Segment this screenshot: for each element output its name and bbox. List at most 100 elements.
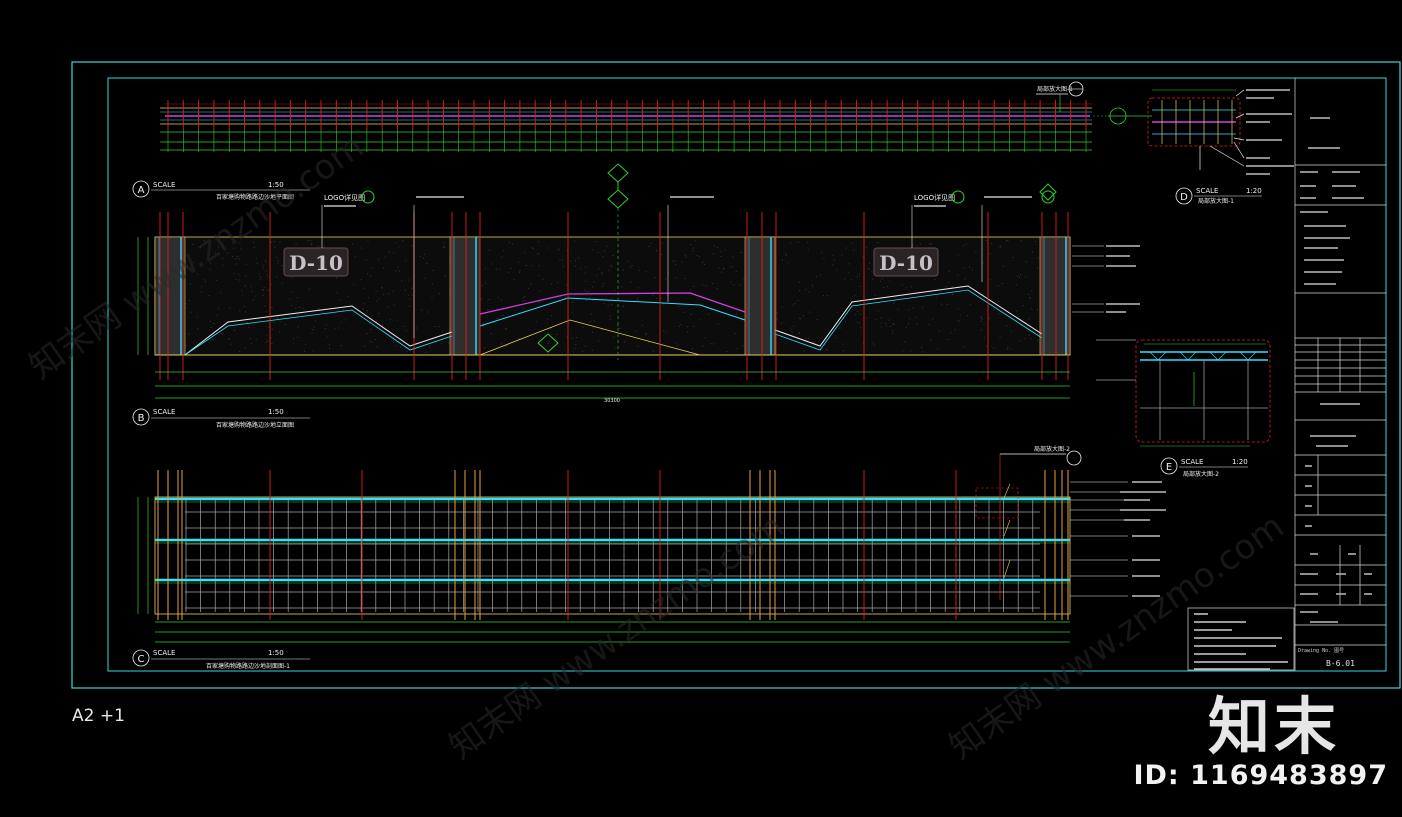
texture-dot <box>935 296 937 298</box>
texture-dot <box>604 250 606 252</box>
texture-dot <box>273 241 275 243</box>
texture-dot <box>255 257 257 259</box>
texture-dot <box>922 306 924 308</box>
texture-dot <box>593 327 595 329</box>
texture-dot <box>1031 290 1033 292</box>
texture-dot <box>500 299 502 301</box>
texture-dot <box>267 321 269 323</box>
texture-dot <box>867 268 869 270</box>
texture-dot <box>248 327 249 329</box>
texture-dot <box>233 273 235 274</box>
texture-dot <box>560 301 562 303</box>
texture-dot <box>998 313 1000 315</box>
texture-dot <box>860 327 862 329</box>
texture-dot <box>186 265 188 266</box>
texture-dot <box>957 254 959 256</box>
texture-dot <box>932 318 934 320</box>
texture-dot <box>538 274 540 276</box>
texture-dot <box>574 265 576 267</box>
callout-detail-1-bubble <box>1093 107 1152 125</box>
svg-text:SCALE: SCALE <box>1181 458 1203 466</box>
texture-dot <box>805 288 807 290</box>
texture-dot <box>262 267 264 269</box>
texture-dot <box>240 323 242 325</box>
texture-dot <box>866 317 868 319</box>
texture-dot <box>378 298 380 300</box>
texture-dot <box>826 349 828 351</box>
texture-dot <box>637 345 639 347</box>
watermark-logo: 知末 <box>1208 690 1341 763</box>
texture-dot <box>851 242 853 244</box>
texture-dot <box>201 286 203 288</box>
texture-dot <box>794 302 796 304</box>
texture-dot <box>684 254 686 256</box>
texture-dot <box>694 240 696 242</box>
texture-dot <box>312 350 314 352</box>
drawing-rect <box>1039 236 1071 356</box>
texture-dot <box>839 327 841 329</box>
texture-dot <box>871 278 873 280</box>
texture-dot <box>364 345 366 347</box>
texture-dot <box>426 263 428 264</box>
texture-dot <box>352 243 354 245</box>
texture-dot <box>980 320 982 322</box>
texture-dot <box>868 268 870 270</box>
texture-dot <box>627 260 629 262</box>
texture-dot <box>691 250 693 252</box>
texture-dot <box>393 304 395 306</box>
texture-dot <box>572 302 574 303</box>
texture-dot <box>590 313 592 315</box>
texture-dot <box>220 292 222 294</box>
texture-dot <box>703 264 705 265</box>
texture-dot <box>1020 240 1022 242</box>
texture-dot <box>880 326 882 328</box>
texture-dot <box>228 338 230 340</box>
texture-dot <box>652 350 654 352</box>
texture-dot <box>661 297 663 299</box>
texture-dot <box>603 302 605 304</box>
texture-dot <box>1015 284 1017 286</box>
texture-dot <box>547 318 549 320</box>
texture-dot <box>836 311 838 313</box>
texture-dot <box>597 251 599 253</box>
texture-dot <box>963 267 965 269</box>
texture-dot <box>873 344 875 346</box>
texture-dot <box>572 311 574 313</box>
texture-dot <box>666 294 668 296</box>
texture-dot <box>484 282 486 284</box>
texture-dot <box>592 249 594 251</box>
texture-dot <box>225 326 227 328</box>
texture-dot <box>889 280 891 282</box>
texture-dot <box>836 269 837 271</box>
texture-dot <box>798 332 800 334</box>
texture-dot <box>271 343 273 345</box>
texture-dot <box>309 240 311 242</box>
texture-dot <box>844 278 846 280</box>
texture-dot <box>611 304 613 305</box>
texture-dot <box>518 337 520 339</box>
texture-dot <box>637 297 639 299</box>
texture-dot <box>1019 340 1020 342</box>
texture-dot <box>739 284 741 286</box>
texture-dot <box>1037 257 1039 259</box>
texture-dot <box>922 351 924 353</box>
texture-dot <box>954 329 956 331</box>
texture-dot <box>574 240 576 242</box>
texture-dot <box>965 292 967 294</box>
texture-dot <box>681 261 683 263</box>
texture-dot <box>401 280 403 282</box>
texture-dot <box>369 340 371 342</box>
texture-dot <box>378 258 380 260</box>
texture-dot <box>523 297 524 299</box>
drawing-rect <box>449 236 481 356</box>
texture-dot <box>532 247 534 249</box>
texture-dot <box>395 345 397 347</box>
texture-dot <box>408 305 410 307</box>
texture-dot <box>212 339 214 340</box>
texture-dot <box>378 312 380 314</box>
texture-dot <box>506 328 508 330</box>
texture-dot <box>782 259 783 261</box>
texture-dot <box>548 340 550 342</box>
texture-dot <box>728 315 730 317</box>
texture-dot <box>574 348 576 350</box>
